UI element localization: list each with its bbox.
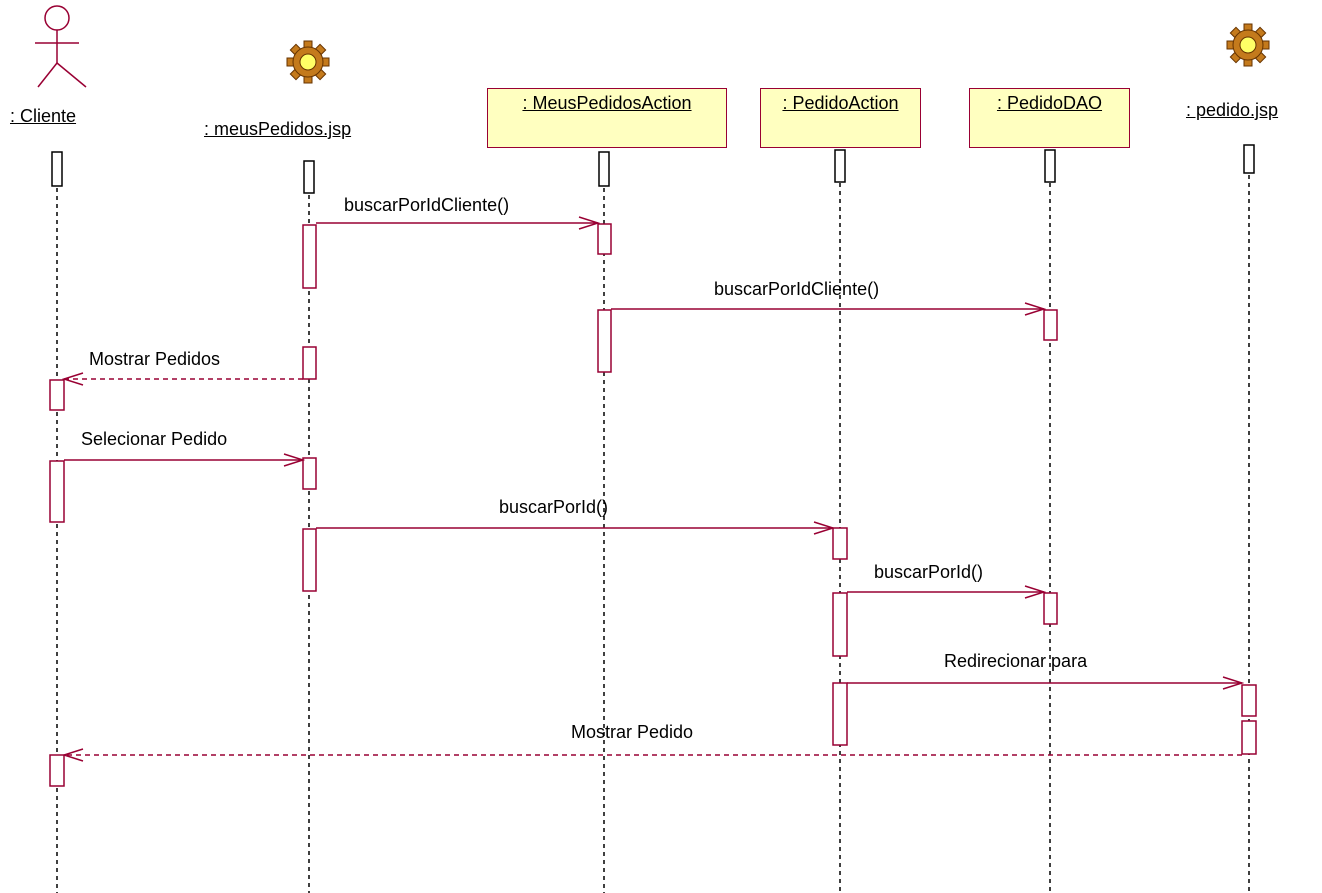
message-label: Mostrar Pedido bbox=[571, 722, 694, 742]
participant-pedidoDAO-box: : PedidoDAO bbox=[969, 88, 1130, 148]
lifeline-head bbox=[303, 160, 315, 194]
message-label: buscarPorId() bbox=[874, 562, 984, 582]
gear-icon bbox=[286, 40, 330, 84]
activation-bar bbox=[302, 224, 317, 289]
participant-pedidoAction-label: : PedidoAction bbox=[782, 93, 899, 113]
activation-bar bbox=[832, 592, 848, 657]
message-label: Mostrar Pedidos bbox=[89, 349, 221, 369]
participant-meusPedidosAction-label: : MeusPedidosAction bbox=[522, 93, 692, 113]
gear-icon bbox=[1226, 23, 1270, 67]
activation-bar bbox=[597, 223, 612, 255]
activation-bar bbox=[302, 457, 317, 490]
activation-bar bbox=[832, 682, 848, 746]
activation-bar bbox=[302, 346, 317, 380]
message-label: Redirecionar para bbox=[944, 651, 1088, 671]
lifeline-head bbox=[834, 149, 846, 183]
actor-icon bbox=[35, 5, 87, 88]
message-label: buscarPorIdCliente() bbox=[714, 279, 880, 299]
activation-bar bbox=[49, 754, 65, 787]
participant-cliente-label: : Cliente bbox=[10, 106, 77, 126]
activation-bar bbox=[49, 460, 65, 523]
activation-bar bbox=[1241, 684, 1257, 717]
activation-bar bbox=[1241, 720, 1257, 755]
participant-meusPedidosAction-box: : MeusPedidosAction bbox=[487, 88, 727, 148]
activation-bar bbox=[49, 379, 65, 411]
message-label: buscarPorIdCliente() bbox=[344, 195, 510, 215]
message-label: Selecionar Pedido bbox=[81, 429, 228, 449]
lifeline-head bbox=[1044, 149, 1056, 183]
lifeline-head bbox=[598, 151, 610, 187]
activation-bar bbox=[1043, 309, 1058, 341]
participant-pedidoAction-box: : PedidoAction bbox=[760, 88, 921, 148]
lifeline-head bbox=[1243, 144, 1255, 174]
participant-pedidoDAO-label: : PedidoDAO bbox=[996, 93, 1103, 113]
participant-pedido-label: : pedido.jsp bbox=[1186, 100, 1279, 120]
activation-bar bbox=[832, 527, 848, 560]
lifeline-head bbox=[51, 151, 63, 187]
activation-bar bbox=[1043, 592, 1058, 625]
activation-bar bbox=[597, 309, 612, 373]
participant-meusPedidos-label: : meusPedidos.jsp bbox=[204, 119, 352, 139]
activation-bar bbox=[302, 528, 317, 592]
message-label: buscarPorId() bbox=[499, 497, 609, 517]
